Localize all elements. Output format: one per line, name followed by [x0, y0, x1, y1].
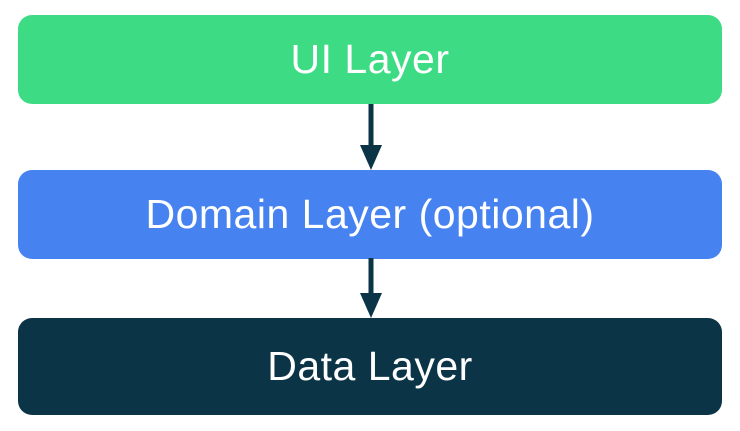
ui-layer-box: UI Layer — [18, 15, 722, 104]
domain-layer-label: Domain Layer (optional) — [145, 191, 595, 237]
data-layer-label: Data Layer — [267, 343, 473, 389]
data-layer-box: Data Layer — [18, 318, 722, 415]
domain-layer-box: Domain Layer (optional) — [18, 170, 722, 259]
ui-layer-label: UI Layer — [290, 36, 450, 82]
down-arrow-icon — [357, 104, 385, 170]
down-arrow-icon — [357, 258, 385, 318]
